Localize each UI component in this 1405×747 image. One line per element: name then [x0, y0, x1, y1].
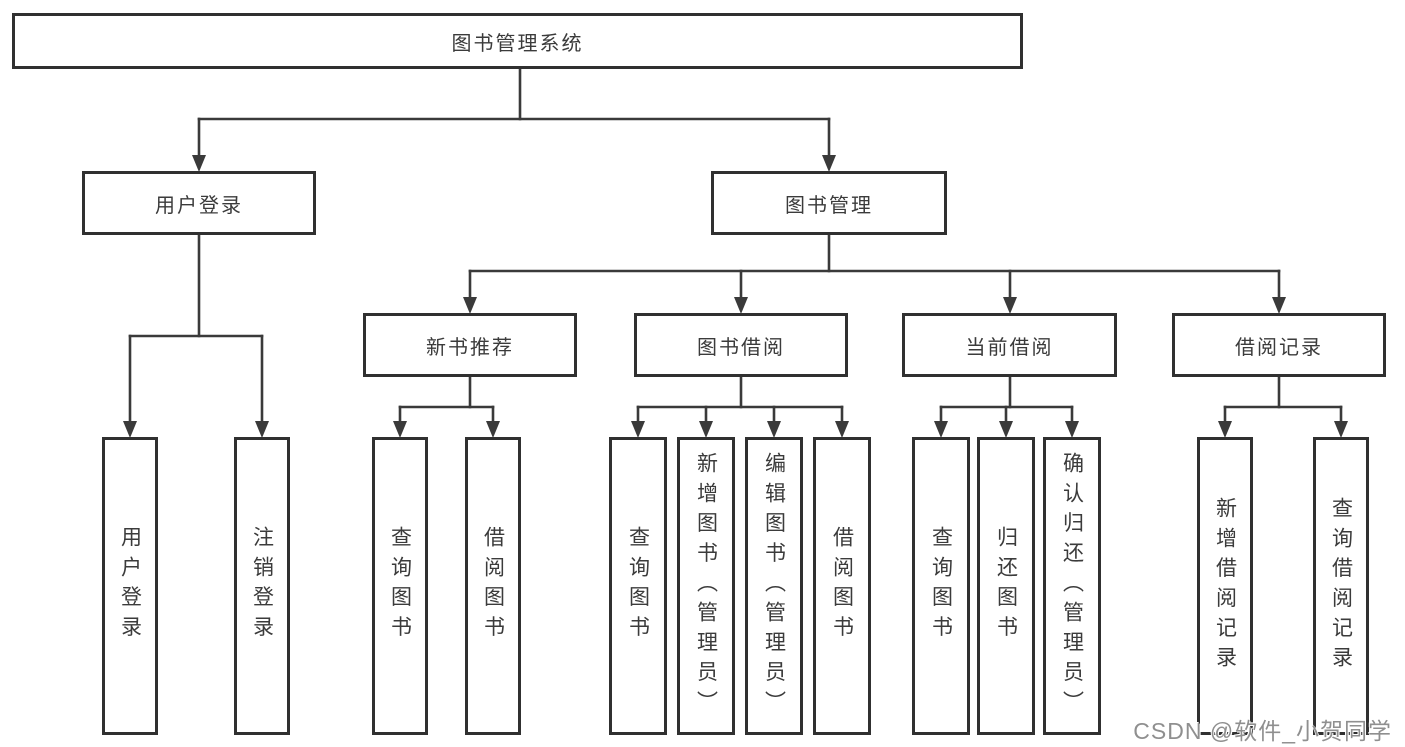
node-book-management: 图书管理	[711, 171, 947, 235]
node-current-borrowing: 当前借阅	[902, 313, 1117, 377]
node-label: 新书推荐	[426, 336, 514, 359]
csdn-watermark: CSDN @软件_小贺同学	[1133, 718, 1392, 744]
node-label: 编辑图书（管理员）	[762, 451, 786, 721]
node-label: 当前借阅	[965, 336, 1054, 359]
node-label: 新增图书（管理员）	[694, 451, 718, 721]
leaf-edit-book-admin: 编辑图书（管理员）	[745, 437, 803, 735]
leaf-add-borrow-record: 新增借阅记录	[1197, 437, 1253, 735]
node-label: 图书管理	[785, 194, 873, 217]
leaf-query-borrow-record: 查询借阅记录	[1313, 437, 1369, 735]
node-label: 用户登录	[118, 526, 142, 646]
node-label: 图书管理系统	[451, 32, 584, 55]
node-label: 注销登录	[250, 526, 274, 646]
node-label: 借阅图书	[830, 526, 854, 646]
node-label: 用户登录	[155, 194, 243, 217]
leaf-confirm-return-admin: 确认归还（管理员）	[1043, 437, 1101, 735]
leaf-add-book-admin: 新增图书（管理员）	[677, 437, 735, 735]
leaf-query-books-current: 查询图书	[912, 437, 970, 735]
node-label: 借阅图书	[481, 526, 505, 646]
node-label: 查询借阅记录	[1329, 496, 1353, 676]
leaf-borrow-books-recommend: 借阅图书	[465, 437, 521, 735]
node-book-borrowing: 图书借阅	[634, 313, 848, 377]
leaf-logout-login: 注销登录	[234, 437, 290, 735]
leaf-user-login: 用户登录	[102, 437, 158, 735]
leaf-query-books-recommend: 查询图书	[372, 437, 428, 735]
node-label: 查询图书	[626, 526, 650, 646]
node-label: 确认归还（管理员）	[1060, 451, 1084, 721]
leaf-borrow-books-borrow: 借阅图书	[813, 437, 871, 735]
node-label: 查询图书	[388, 526, 412, 646]
node-label: 新增借阅记录	[1213, 496, 1237, 676]
node-borrowing-records: 借阅记录	[1172, 313, 1386, 377]
node-label: 归还图书	[994, 526, 1018, 646]
leaf-return-books: 归还图书	[977, 437, 1035, 735]
node-new-book-recommendation: 新书推荐	[363, 313, 577, 377]
leaf-query-books-borrow: 查询图书	[609, 437, 667, 735]
node-user-login-branch: 用户登录	[82, 171, 316, 235]
node-library-management-system: 图书管理系统	[12, 13, 1023, 69]
node-label: 图书借阅	[697, 336, 785, 359]
node-label: 查询图书	[929, 526, 953, 646]
node-label: 借阅记录	[1235, 336, 1323, 359]
